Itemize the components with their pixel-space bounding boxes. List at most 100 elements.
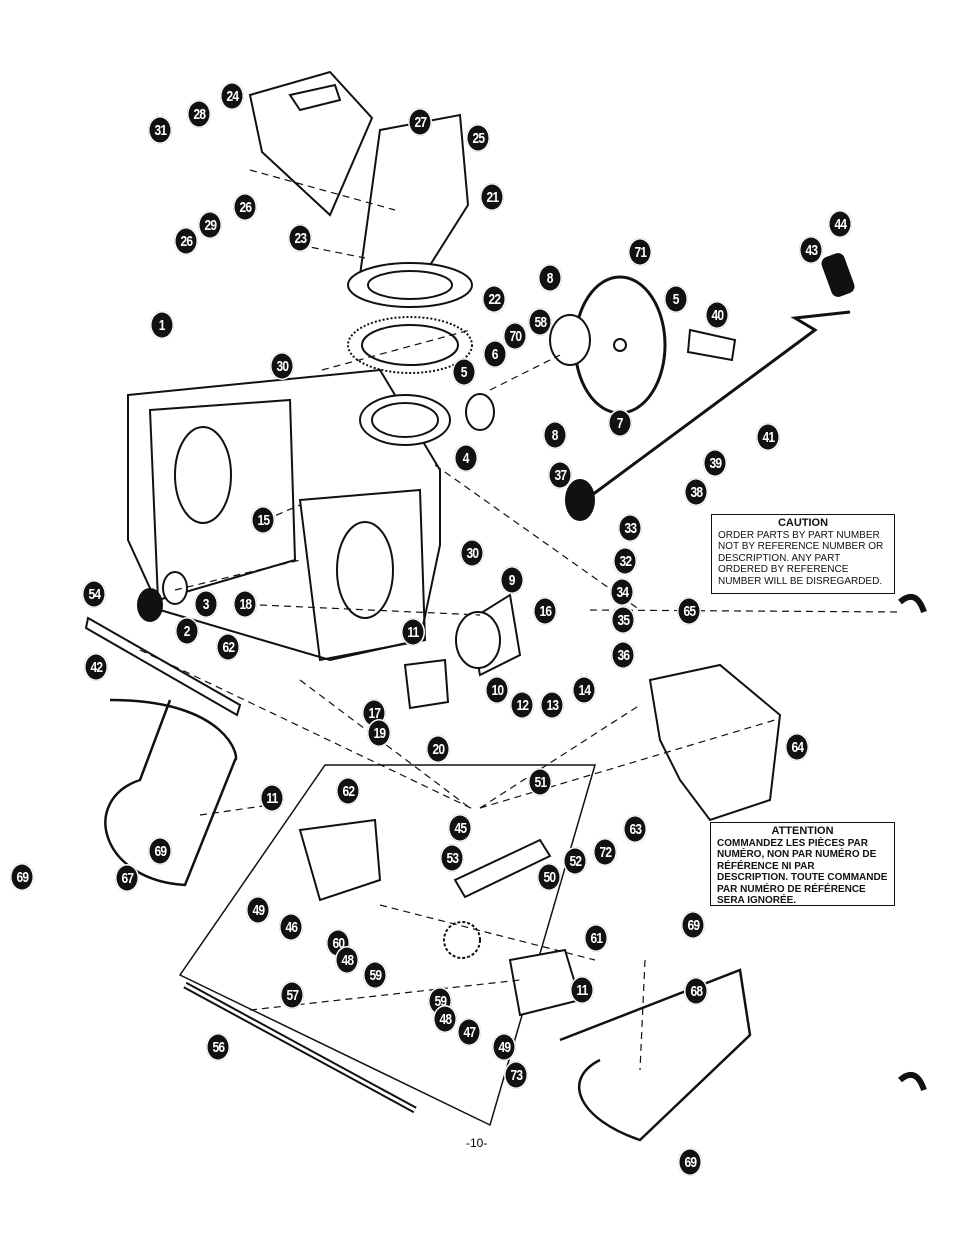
caution-title: CAUTION [777,517,829,529]
callout-number: 72 [599,843,612,861]
reference-callout: 16 [533,597,557,625]
support-bracket [403,658,450,710]
callout-number: 16 [539,602,552,620]
callout-number: 38 [690,483,703,501]
callout-number: 64 [791,738,804,756]
attention-title: ATTENTION [771,825,834,837]
bearing [455,611,501,669]
reference-callout: 4 [454,444,478,472]
reference-callout: 59 [363,961,387,989]
reference-callout: 30 [460,539,484,567]
callout-number: 27 [414,113,427,131]
reference-callout: 21 [480,183,504,211]
reference-callout: 63 [623,815,647,843]
housing-right-side [298,488,427,662]
reference-callout: 13 [540,691,564,719]
callout-number: 37 [554,466,567,484]
callout-number: 1 [159,316,166,334]
callout-number: 62 [222,638,235,656]
page-number: -10- [466,1136,488,1150]
reference-callout: 37 [548,461,572,489]
callout-number: 65 [683,602,696,620]
reference-callout: 15 [251,506,275,534]
callout-number: 22 [488,290,501,308]
chute-ring [347,316,473,374]
reference-callout: 29 [198,211,222,239]
binder-hole-mark-bottom [898,1071,927,1092]
reference-callout: 48 [433,1005,457,1033]
callout-number: 14 [578,681,591,699]
callout-number: 35 [617,611,630,629]
callout-number: 52 [569,852,582,870]
reference-callout: 8 [543,421,567,449]
reference-callout: 53 [440,844,464,872]
callout-number: 5 [673,290,680,308]
reference-callout: 28 [187,100,211,128]
reference-callout: 6 [483,340,507,368]
worm-shaft [453,838,552,899]
callout-number: 49 [498,1038,511,1056]
reference-callout: 19 [367,719,391,747]
reference-callout: 61 [584,924,608,952]
reference-callout: 32 [613,547,637,575]
gearbox-right-half [508,948,582,1017]
pulley-hub [613,338,627,352]
reference-callout: 43 [799,236,823,264]
callout-number: 62 [342,782,355,800]
reference-callout: 2 [175,617,199,645]
callout-number: 48 [439,1010,452,1028]
chute-base [347,262,473,308]
callout-number: 47 [463,1023,476,1041]
callout-number: 8 [547,269,554,287]
reference-callout: 7 [608,409,632,437]
callout-number: 61 [590,929,603,947]
callout-number: 18 [239,595,252,613]
callout-number: 12 [516,696,529,714]
callout-number: 42 [90,658,103,676]
callout-number: 40 [711,306,724,324]
callout-number: 20 [432,740,445,758]
reference-callout: 62 [336,777,360,805]
reference-callout: 65 [677,597,701,625]
callout-number: 30 [276,357,289,375]
reference-callout: 30 [270,352,294,380]
callout-number: 50 [543,868,556,886]
reference-callout: 72 [593,838,617,866]
left-bearing-flange [137,588,163,622]
callout-number: 44 [834,215,847,233]
reference-callout: 34 [610,578,634,606]
callout-number: 21 [486,188,499,206]
callout-number: 4 [463,449,470,467]
reference-callout: 64 [785,733,809,761]
reference-callout: 1 [150,311,174,339]
right-auger [559,968,752,1142]
callout-number: 36 [617,646,630,664]
caution-notice: CAUTION ORDER PARTS BY PART NUMBER NOT B… [711,514,895,594]
attention-notice: ATTENTION COMMANDEZ LES PIÈCES PAR NUMÉR… [710,822,895,906]
gearbox-left-half [298,818,382,902]
callout-number: 69 [16,868,29,886]
housing-left-opening [174,426,232,524]
callout-number: 71 [634,243,647,261]
reference-callout: 57 [280,981,304,1009]
callout-number: 5 [461,363,468,381]
reference-callout: 69 [10,863,34,891]
callout-number: 33 [624,519,637,537]
reference-callout: 31 [148,116,172,144]
callout-number: 11 [576,981,588,999]
reference-callout: 71 [628,238,652,266]
housing-left-side [148,398,297,602]
callout-number: 8 [552,426,559,444]
callout-number: 43 [805,241,818,259]
reference-callout: 69 [681,911,705,939]
callout-number: 23 [294,229,307,247]
reference-callout: 62 [216,633,240,661]
reference-callout: 69 [678,1148,702,1176]
callout-number: 17 [368,704,381,722]
left-bearing [162,571,188,605]
reference-callout: 41 [756,423,780,451]
callout-number: 10 [491,681,504,699]
gearbox-outline [178,764,596,1127]
reference-callout: 40 [705,301,729,329]
